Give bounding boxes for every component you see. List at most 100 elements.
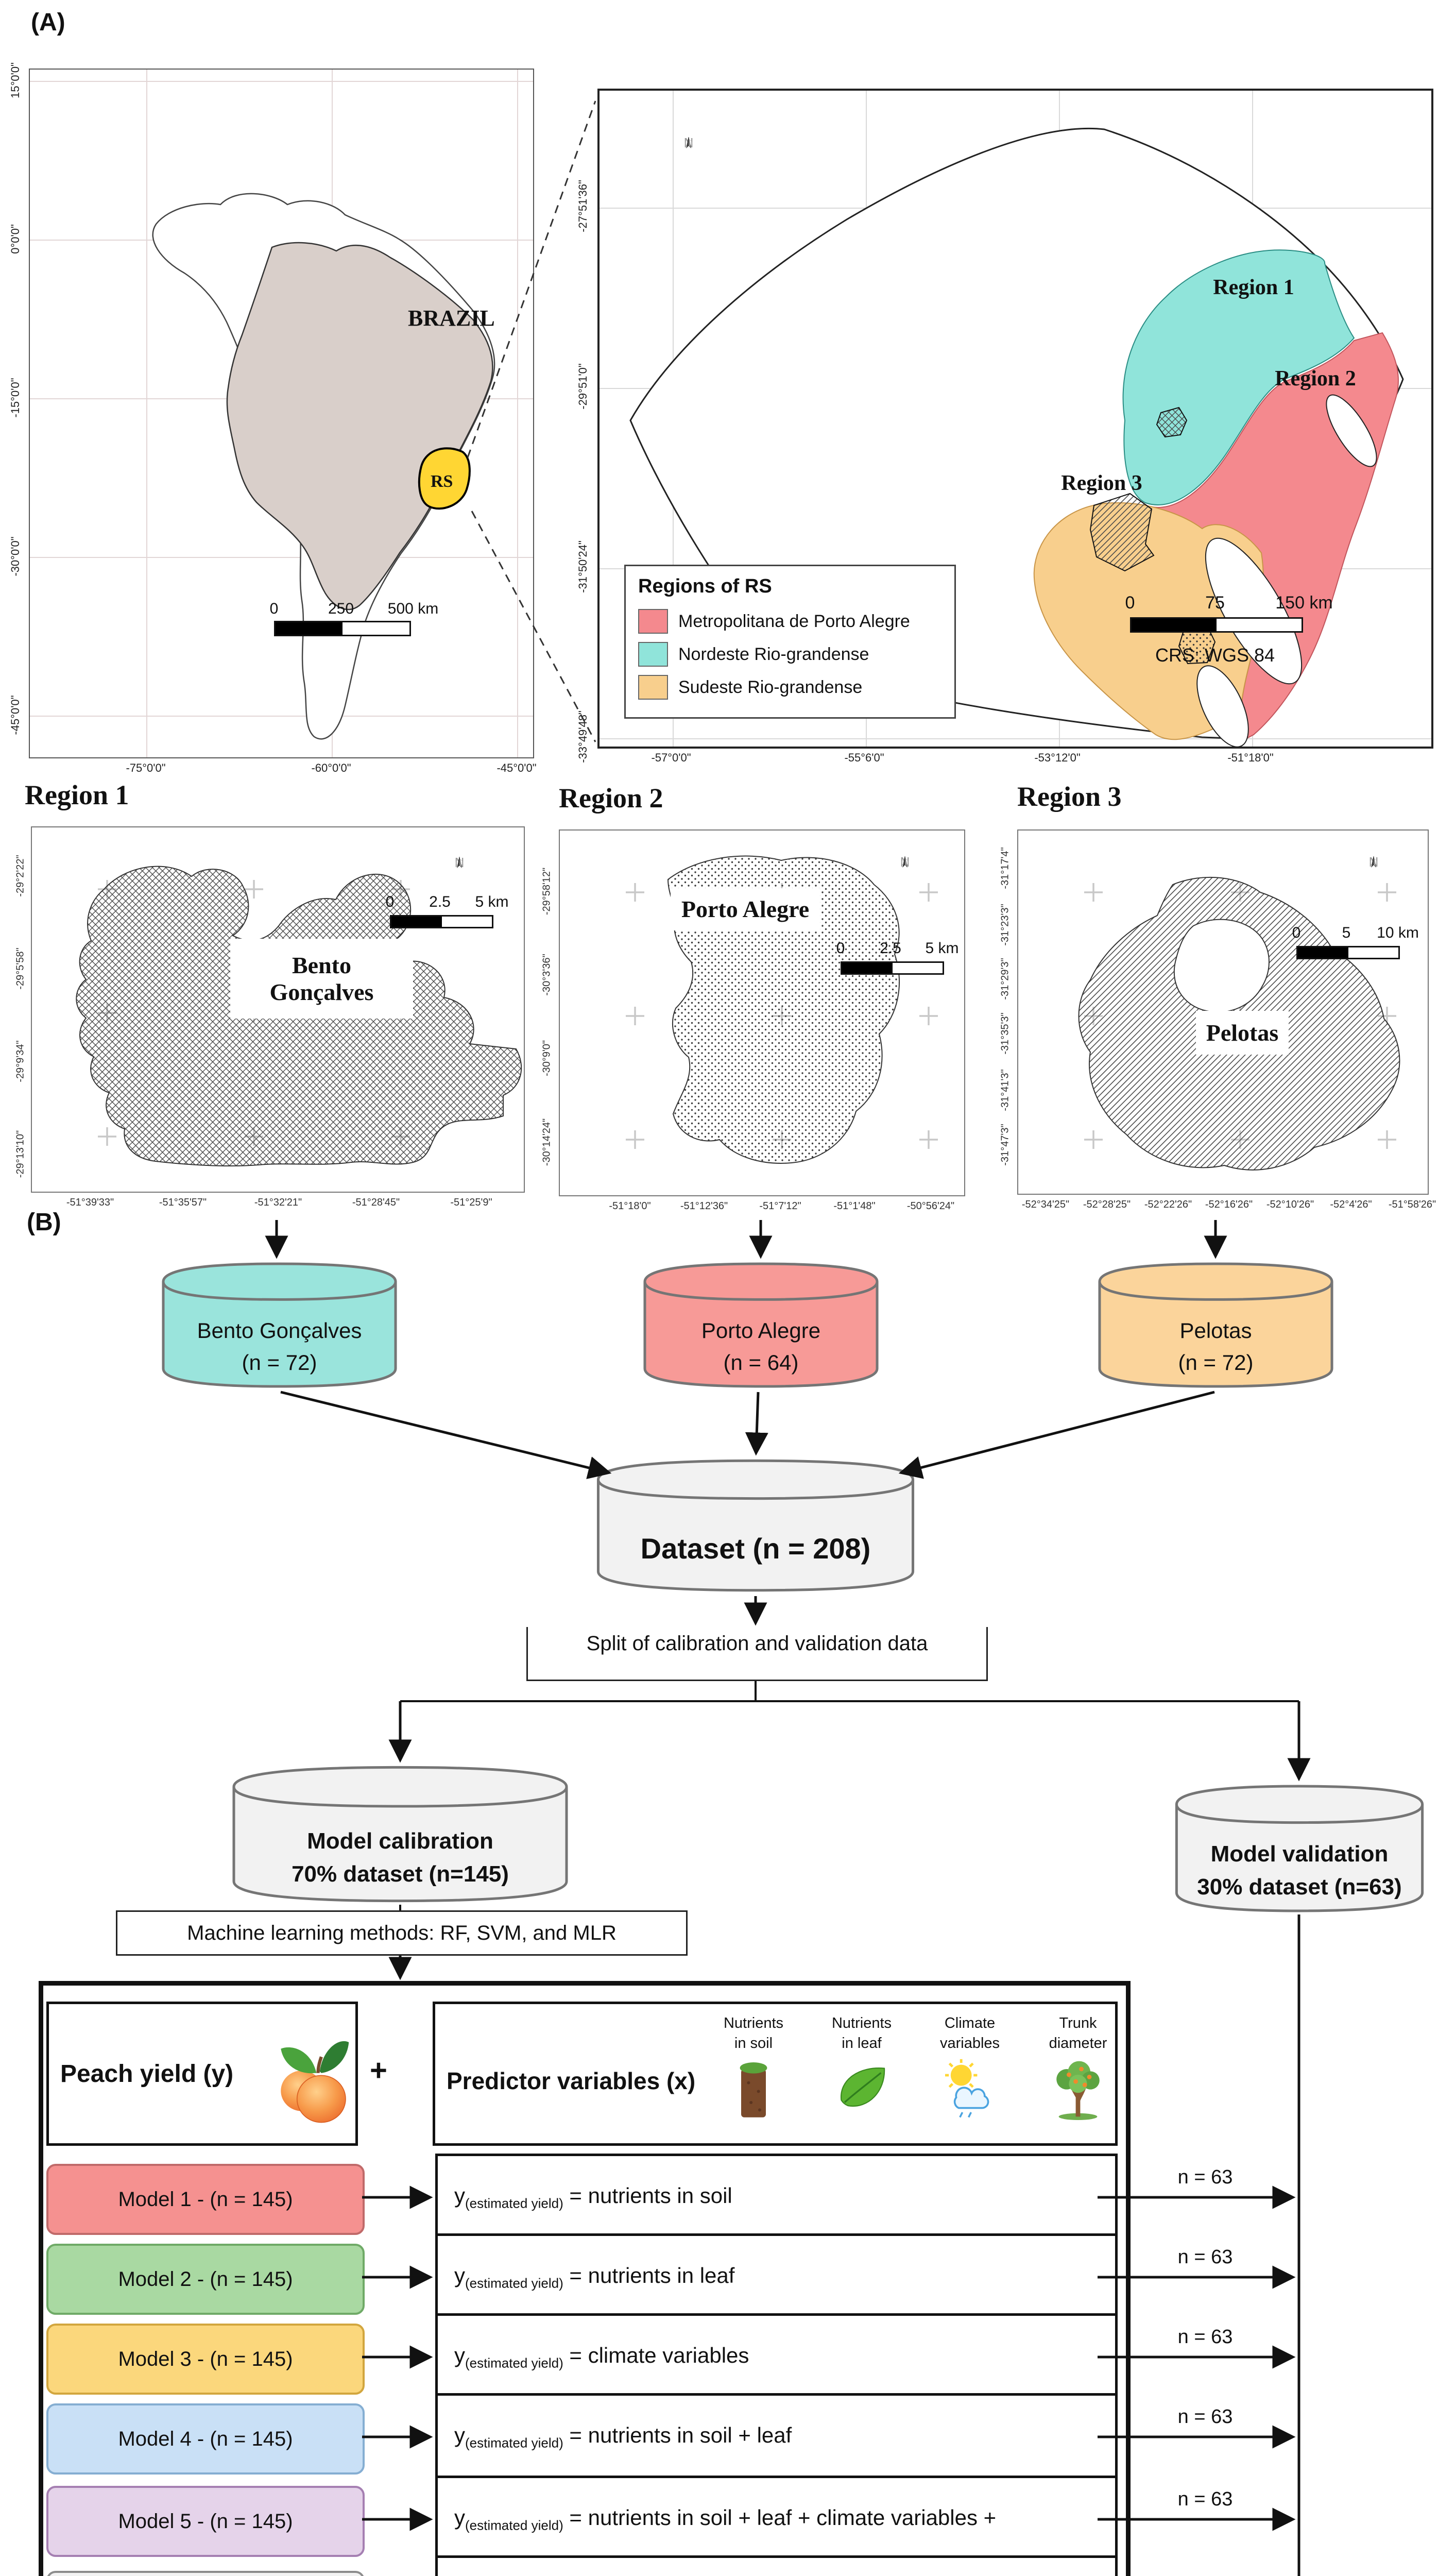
- peach-yield-box: Peach yield (y): [46, 2002, 358, 2146]
- region-1-label: Region 1: [1213, 276, 1294, 299]
- scale-tick: 0: [1125, 593, 1135, 613]
- rs-state-label: RS: [431, 472, 453, 491]
- north-arrow: N: [444, 856, 475, 869]
- pelotas-cylinder: Pelotas(n = 72): [1096, 1261, 1336, 1389]
- axis-tick: -51°32'21": [254, 1197, 302, 1208]
- region1-map: Bento Gonçalves N 0 2.5 5 km: [31, 826, 525, 1193]
- model-1-n63: n = 63: [1177, 2166, 1233, 2188]
- legend-title: Regions of RS: [638, 575, 772, 597]
- scale-bar: [274, 621, 411, 636]
- axis-tick: -30°9'0": [541, 1040, 553, 1077]
- axis-tick: -52°10'26": [1266, 1199, 1314, 1210]
- scale-tick: 0: [269, 600, 279, 617]
- scale-tick: 250: [328, 600, 354, 617]
- legend-item: Nordeste Rio-grandense: [638, 642, 942, 667]
- axis-tick: -30°0'0": [9, 536, 22, 577]
- legend-label: Nordeste Rio-grandense: [678, 644, 869, 664]
- model-2-box: Model 2 - (n = 145): [46, 2244, 365, 2315]
- axis-tick: -51°1'48": [833, 1200, 876, 1212]
- split-label: Split of calibration and validation data: [526, 1627, 988, 1681]
- axis-tick: -52°4'26": [1330, 1199, 1372, 1210]
- scale-tick: 2.5: [880, 940, 901, 957]
- axis-tick: -27°51'36": [576, 180, 589, 232]
- axis-tick: 0°0'0": [9, 224, 22, 254]
- models-box: [39, 1981, 1131, 2576]
- axis-tick: -33°49'48": [576, 710, 589, 763]
- region-3-label: Region 3: [1061, 471, 1142, 495]
- porto-alegre-shape: [667, 855, 900, 1164]
- axis-tick: -53°12'0": [1034, 751, 1081, 764]
- scale-tick: 10 km: [1377, 924, 1419, 941]
- scale-tick: 75: [1205, 593, 1225, 613]
- ml-methods-label: Machine learning methods: RF, SVM, and M…: [116, 1910, 688, 1956]
- model-4-formula: y(estimated yield) = nutrients in soil +…: [435, 2393, 1118, 2481]
- rs-legend: Regions of RS Metropolitana de Porto Ale…: [624, 565, 956, 719]
- axis-tick: -52°16'26": [1205, 1199, 1253, 1210]
- bento-cylinder: Bento Gonçalves(n = 72): [160, 1261, 399, 1389]
- region2-map: Porto Alegre N 0 2.5 5 km: [559, 829, 965, 1196]
- axis-tick: -51°25'9": [450, 1197, 492, 1208]
- model-6-n63: n = 63: [1128, 2573, 1282, 2576]
- model-5-formula: y(estimated yield) = nutrients in soil +…: [435, 2476, 1118, 2563]
- crs-label: CRS: WGS 84: [1155, 645, 1275, 666]
- scale-tick: 2.5: [429, 893, 451, 910]
- model-1-formula: y(estimated yield) = nutrients in soil: [435, 2154, 1118, 2241]
- predictor-variables-label: Predictor variables (x): [447, 2067, 696, 2094]
- peach-icon: [281, 2041, 349, 2123]
- axis-tick: -29°13'10": [14, 1130, 26, 1178]
- model-6-box: Model 6 - (n = 145): [46, 2571, 365, 2576]
- axis-tick: -29°2'22": [14, 855, 26, 897]
- scale-tick: 5 km: [925, 940, 959, 957]
- scale-tick: 5: [1342, 924, 1351, 941]
- tree-icon: [1056, 2061, 1100, 2121]
- dataset-cylinder: Dataset (n = 208): [593, 1458, 918, 1593]
- model-5-n63: n = 63: [1177, 2488, 1233, 2510]
- region-1-polygon: [1122, 249, 1355, 505]
- axis-tick: -45°0'0": [497, 761, 537, 774]
- axis-tick: -51°28'45": [352, 1197, 400, 1208]
- legend-swatch: [638, 609, 668, 634]
- north-arrow: N: [889, 855, 920, 869]
- model-4-box: Model 4 - (n = 145): [46, 2403, 365, 2475]
- axis-tick: -57°0'0": [651, 751, 691, 764]
- model-5-box: Model 5 - (n = 145): [46, 2486, 365, 2557]
- brazil-map: BRAZIL RS 0 250 500 km: [29, 69, 534, 758]
- legend-swatch: [638, 642, 668, 667]
- brazil-label: BRAZIL: [408, 306, 495, 331]
- porto-alegre-cylinder: Porto Alegre(n = 64): [641, 1261, 881, 1389]
- model-2-formula: y(estimated yield) = nutrients in leaf: [435, 2233, 1118, 2321]
- axis-tick: -51°18'0": [609, 1200, 651, 1212]
- legend-label: Sudeste Rio-grandense: [678, 677, 863, 697]
- axis-tick: -30°14'24": [541, 1118, 553, 1166]
- axis-tick: -30°3'36": [541, 954, 553, 996]
- axis-tick: -51°39'33": [66, 1197, 114, 1208]
- model-6-formula: y(estimated yield) = nutrients in soil +…: [435, 2555, 1118, 2576]
- lagoon: [1326, 394, 1377, 467]
- region2-map-title: Region 2: [559, 783, 663, 814]
- scale-bar: [390, 915, 493, 928]
- scale-tick: 0: [1292, 924, 1301, 941]
- pelotas-label: Pelotas: [1196, 1011, 1289, 1055]
- porto-alegre-label: Porto Alegre: [671, 888, 820, 930]
- axis-tick: -52°28'25": [1083, 1199, 1131, 1210]
- peach-yield-label: Peach yield (y): [60, 2060, 234, 2088]
- axis-tick: -31°41'3": [999, 1069, 1011, 1111]
- scale-tick: 0: [836, 940, 845, 957]
- leaf-icon: [841, 2067, 885, 2107]
- region1-map-title: Region 1: [25, 779, 129, 810]
- soil-icon: [740, 2062, 767, 2118]
- axis-tick: -50°56'24": [906, 1200, 955, 1212]
- panel-a-label: (A): [31, 9, 65, 36]
- rs-state-polygon: [418, 447, 471, 510]
- axis-tick: -52°34'25": [1021, 1199, 1070, 1210]
- north-arrow: N: [1358, 855, 1389, 869]
- model-4-n63: n = 63: [1177, 2406, 1233, 2428]
- axis-tick: -75°0'0": [126, 761, 166, 774]
